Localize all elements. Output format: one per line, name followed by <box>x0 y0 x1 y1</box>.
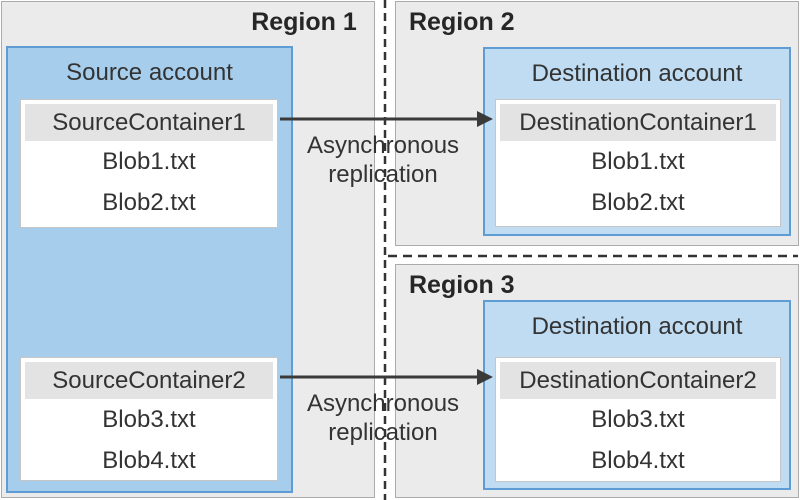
destination-account-label-region3: Destination account <box>531 313 743 340</box>
destination-container-2-box: DestinationContainer2 Blob3.txt Blob4.tx… <box>495 357 781 482</box>
replication-label-top-line1: Asynchronous <box>306 132 460 159</box>
blob-item: Blob4.txt <box>102 447 196 474</box>
blob-item: Blob3.txt <box>591 406 685 433</box>
blob-item: Blob3.txt <box>102 406 196 433</box>
blob-item: Blob1.txt <box>591 148 685 175</box>
replication-label-top-line2: replication <box>328 161 438 188</box>
region-2-title: Region 2 <box>409 8 515 36</box>
blob-item: Blob1.txt <box>102 148 196 175</box>
source-container-1-header: SourceContainer1 <box>25 104 273 141</box>
region-3-title: Region 3 <box>409 271 515 299</box>
replication-label-bottom-line1: Asynchronous <box>306 390 460 417</box>
replication-label-bottom-line2: replication <box>328 419 438 446</box>
destination-container-1-header: DestinationContainer1 <box>500 104 776 141</box>
destination-container-1-box: DestinationContainer1 Blob1.txt Blob2.tx… <box>495 99 781 227</box>
destination-container-2-header: DestinationContainer2 <box>500 362 776 399</box>
source-container-1-box: SourceContainer1 Blob1.txt Blob2.txt <box>20 99 278 228</box>
source-container-2-header: SourceContainer2 <box>25 362 273 399</box>
destination-account-label-region2: Destination account <box>531 60 743 87</box>
region-1-title: Region 1 <box>251 8 357 36</box>
replication-label-top: Asynchronous replication <box>283 131 483 189</box>
source-account-label: Source account <box>66 59 233 86</box>
blob-item: Blob4.txt <box>591 447 685 474</box>
blob-item: Blob2.txt <box>102 189 196 216</box>
replication-label-bottom: Asynchronous replication <box>283 389 483 447</box>
source-container-2-box: SourceContainer2 Blob3.txt Blob4.txt <box>20 357 278 481</box>
blob-item: Blob2.txt <box>591 189 685 216</box>
